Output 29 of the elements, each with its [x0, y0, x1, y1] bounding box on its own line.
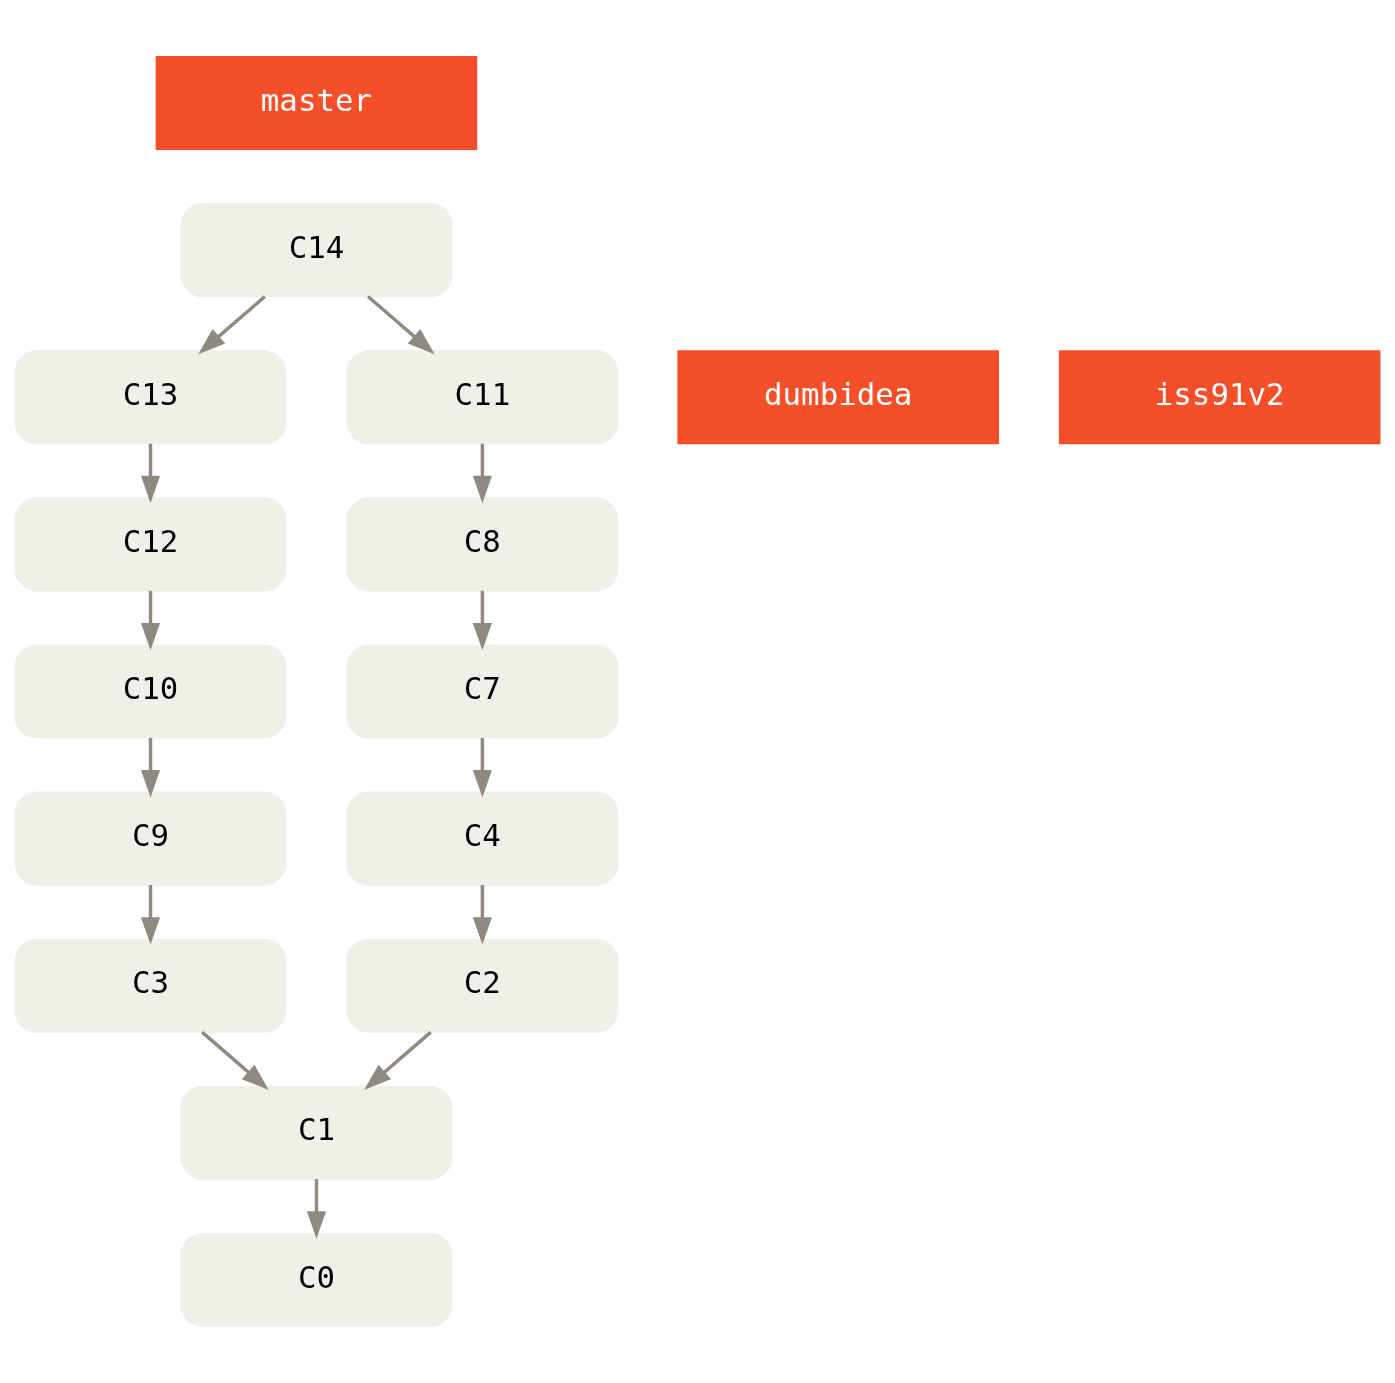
node-box: C11: [346, 350, 619, 445]
arrow: [364, 1030, 432, 1090]
node-box: C12: [14, 497, 287, 592]
arrow: [140, 885, 161, 945]
arrow: [140, 590, 161, 651]
node-box: C4: [346, 791, 619, 886]
arrow: [140, 443, 161, 504]
arrow: [472, 885, 492, 945]
node-box: C14: [180, 203, 453, 298]
arrow: [201, 1030, 269, 1090]
arrow: [140, 737, 161, 798]
node-box: C10: [14, 644, 287, 739]
node-box: master: [155, 56, 478, 151]
arrow: [366, 295, 435, 355]
node-box: C7: [346, 644, 619, 739]
arrow: [306, 1179, 327, 1239]
arrow: [472, 590, 492, 651]
node-box: C13: [14, 350, 287, 445]
node-box: C2: [346, 938, 619, 1033]
arrow: [198, 295, 266, 355]
node-box: C1: [180, 1085, 453, 1180]
node-box: C0: [180, 1232, 453, 1327]
node-box: C3: [14, 938, 287, 1033]
node-box: C8: [346, 497, 619, 592]
arrow: [472, 737, 492, 798]
node-box: iss91v2: [1058, 350, 1381, 445]
arrow: [472, 443, 492, 504]
node-box: dumbidea: [677, 350, 999, 445]
node-box: C9: [14, 791, 287, 886]
